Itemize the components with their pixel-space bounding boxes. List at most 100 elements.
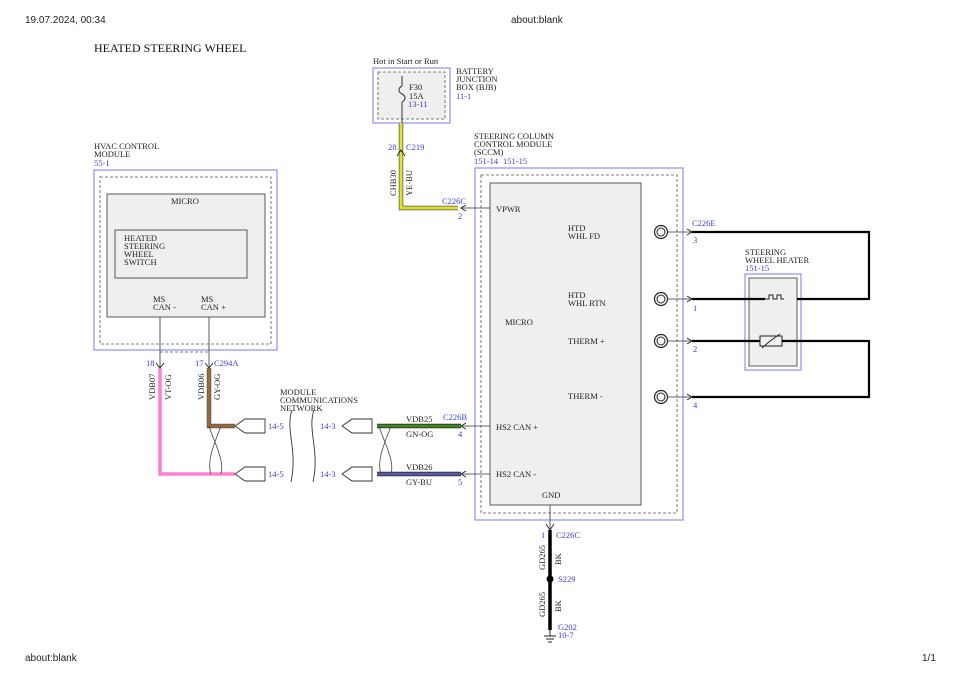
- hvac-name-2: MODULE: [94, 149, 130, 159]
- gy-og-color: GY-OG: [212, 374, 222, 400]
- wire-vt-og: [158, 368, 235, 476]
- gn-og-color: GN-OG: [406, 429, 433, 439]
- switch-line-4: SWITCH: [124, 257, 157, 267]
- vdb06-circuit: VDB06: [196, 374, 206, 400]
- bjb-name-1: BATTERY: [456, 66, 494, 76]
- out-2-pin: 1: [693, 303, 697, 313]
- heater-name-2: WHEEL HEATER: [745, 255, 809, 265]
- ground-circuit: [544, 505, 556, 643]
- sccm-ref-1: 151-14: [474, 156, 499, 166]
- hvac-ref: 55-1: [94, 158, 110, 168]
- out-1-label-1: HTD: [568, 223, 585, 233]
- network-name-1: MODULE: [280, 387, 316, 397]
- sccm-gnd: GND: [542, 490, 560, 500]
- gy-bu-color: GY-BU: [406, 477, 432, 487]
- network-name-2: COMMUNICATIONS: [280, 395, 358, 405]
- fuse-ref: 13-11: [408, 99, 428, 109]
- ground-connector-label: C226C: [556, 530, 580, 540]
- ms-can-minus-2: CAN -: [153, 302, 176, 312]
- out-3-label: THERM +: [568, 336, 605, 346]
- fuse-id: F30: [409, 82, 422, 92]
- print-footer-url: about:blank: [25, 653, 77, 664]
- c219-pin: 28: [388, 142, 397, 152]
- bk-upper-color: BK: [553, 552, 563, 565]
- ms-can-plus-1: MS: [201, 294, 214, 304]
- out-2-label-1: HTD: [568, 290, 585, 300]
- hvac-control-module: HVAC CONTROL MODULE 55-1 MICRO HEATED ST…: [93, 141, 278, 370]
- vpwr-pin: 2: [458, 211, 462, 221]
- c294a-connector-icons: [155, 362, 214, 369]
- diagram-title: HEATED STEERING WHEEL: [94, 41, 246, 55]
- hs2p-pin: 4: [458, 429, 463, 439]
- c226c-vpwr-connector: C226C: [442, 196, 466, 206]
- out-1-pin: 3: [693, 235, 697, 245]
- output-driver-icons: [653, 224, 693, 405]
- gd265-lower-circuit: GD265: [537, 592, 547, 617]
- hvac-pin-minus: 18: [146, 358, 155, 368]
- heater-ref: 151-15: [745, 263, 769, 273]
- switch-line-3: WHEEL: [124, 249, 154, 259]
- hvac-pin-plus: 17: [195, 358, 204, 368]
- sccm-outline: [474, 167, 684, 521]
- vdb26-circuit: VDB26: [406, 462, 432, 472]
- c226e-label: C226E: [692, 218, 716, 228]
- bjb-name-3: BOX (BJB): [456, 82, 497, 92]
- sccm-micro-box: [489, 182, 642, 506]
- sccm-module: STEERING COLUMN CONTROL MODULE (SCCM) 15…: [442, 131, 716, 521]
- battery-junction-box: Hot in Start or Run F30 15A 13-11 BATTER…: [372, 56, 498, 124]
- network-right-brace-icon: [311, 409, 316, 483]
- twisted-pair-icon: [208, 425, 223, 475]
- connector-c219-icon: [396, 149, 406, 157]
- bjb-outline: [372, 67, 451, 124]
- vt-og-color: VT-OG: [163, 374, 173, 400]
- hvac-upper-ref: 14-5: [268, 421, 284, 431]
- sccm-hs2p: HS2 CAN +: [496, 422, 538, 432]
- sccm-hs2m: HS2 CAN -: [496, 469, 536, 479]
- fuse-rating: 15A: [409, 91, 425, 101]
- hvac-micro-label: MICRO: [171, 196, 199, 206]
- bjb-supply-label: Hot in Start or Run: [373, 56, 439, 66]
- print-page-title: about:blank: [511, 15, 563, 26]
- ground-point-ref: 10-7: [558, 630, 574, 640]
- c219-label: C219: [406, 142, 424, 152]
- network-lower-ref: 14-3: [320, 469, 336, 479]
- heater-name-1: STEERING: [745, 247, 786, 257]
- out-2-label-2: WHL RTN: [568, 298, 606, 308]
- ms-can-plus-2: CAN +: [201, 302, 226, 312]
- out-4-pin: 4: [693, 400, 698, 410]
- sccm-ref-2: 151-15: [503, 156, 527, 166]
- hvac-lower-offpage-icon: [234, 466, 266, 482]
- steering-wheel-heater: STEERING WHEEL HEATER 151-15: [744, 247, 809, 371]
- switch-line-2: STEERING: [124, 241, 165, 251]
- print-datetime: 19.07.2024, 00:34: [25, 15, 106, 26]
- network-name-3: NETWORK: [280, 403, 323, 413]
- sccm-dashed: [480, 174, 678, 514]
- heater-element-icon: [765, 294, 784, 300]
- ye-bu-color: YE-BU: [404, 170, 414, 196]
- hs2m-pin: 5: [458, 477, 462, 487]
- sccm-name-1: STEERING COLUMN: [474, 131, 554, 141]
- network-upper-ref: 14-3: [320, 421, 336, 431]
- ground-pin: 1: [541, 530, 545, 540]
- c294a-label: C294A: [214, 358, 239, 368]
- out-4-label: THERM -: [568, 391, 603, 401]
- heated-wheel-switch-box: [114, 229, 248, 279]
- bjb-name-2: JUNCTION: [456, 74, 498, 84]
- hvac-name-1: HVAC CONTROL: [94, 141, 159, 151]
- module-communications-network: MODULE COMMUNICATIONS NETWORK 14-3 14-3: [280, 387, 373, 483]
- bjb-ref: 11-1: [456, 91, 471, 101]
- hs2-twisted-pair-icon: [378, 425, 393, 475]
- splice-label: S229: [558, 574, 575, 584]
- sccm-name-3: (SCCM): [474, 147, 503, 157]
- hvac-lower-ref: 14-5: [268, 469, 284, 479]
- switch-line-1: HEATED: [124, 233, 157, 243]
- hvac-upper-offpage-icon: [234, 418, 266, 434]
- ground-g202-icon: [544, 630, 556, 643]
- sccm-vpwr: VPWR: [496, 204, 521, 214]
- vdb07-circuit: VDB07: [147, 374, 157, 400]
- network-left-brace-icon: [289, 409, 294, 483]
- bjb-inner: [377, 71, 446, 120]
- chb30-circuit: CHB30: [388, 170, 398, 196]
- splice-s229-icon: [546, 575, 554, 583]
